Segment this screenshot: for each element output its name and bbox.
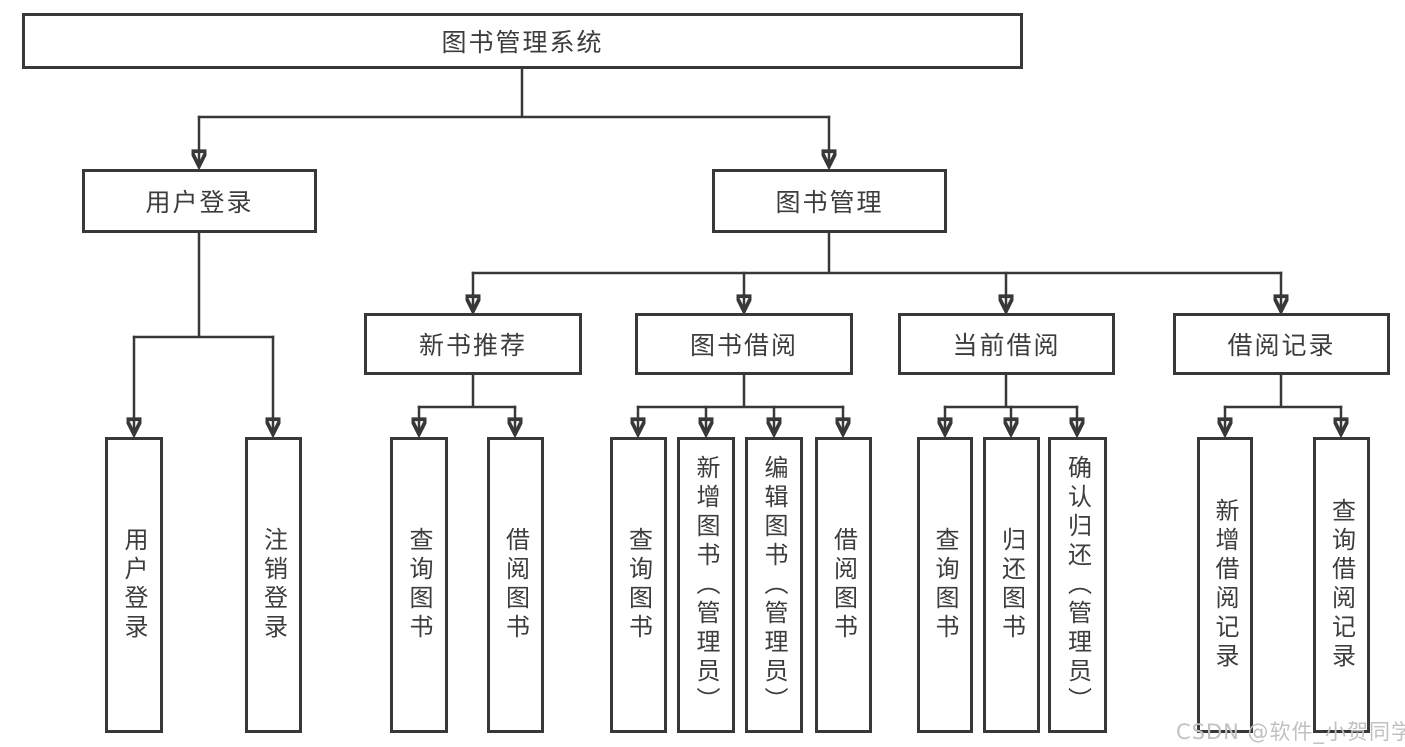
leaf-bb-add-books-admin: 新增图书（管理员） xyxy=(677,437,735,733)
connector-current-borrow-rail xyxy=(943,373,1079,409)
node-new-book-recommend-label: 新书推荐 xyxy=(418,331,527,360)
leaf-nbr-query-books: 查询图书 xyxy=(390,437,448,733)
leaf-cb-query-books: 查询图书 xyxy=(917,437,973,733)
leaf-bb-add-books-admin-label: 新增图书（管理员） xyxy=(692,454,720,716)
leaf-cb-confirm-return-admin: 确认归还（管理员） xyxy=(1048,437,1107,733)
leaf-bb-query-books: 查询图书 xyxy=(610,437,667,733)
leaf-user-login: 用户登录 xyxy=(105,437,163,733)
leaf-cb-confirm-return-admin-label: 确认归还（管理员） xyxy=(1063,454,1092,716)
connector-user-login-rail xyxy=(132,231,275,339)
leaf-user-login-label: 用户登录 xyxy=(120,527,148,643)
watermark: CSDN @软件_小贺同学 xyxy=(1176,720,1405,744)
connector-root-rail xyxy=(197,67,831,119)
leaf-logout: 注销登录 xyxy=(245,437,302,733)
leaf-br-add-record-label: 新增借阅记录 xyxy=(1211,498,1239,672)
node-current-borrow: 当前借阅 xyxy=(898,313,1115,375)
leaf-cb-return-books-label: 归还图书 xyxy=(997,527,1026,643)
leaf-bb-borrow-books-label: 借阅图书 xyxy=(829,527,858,643)
node-user-login: 用户登录 xyxy=(82,169,317,233)
node-book-management-label: 图书管理 xyxy=(775,188,884,217)
leaf-cb-return-books: 归还图书 xyxy=(983,437,1040,733)
connector-new-book-recommend-rail xyxy=(417,373,517,409)
leaf-nbr-query-books-label: 查询图书 xyxy=(405,527,433,643)
node-root: 图书管理系统 xyxy=(22,13,1023,69)
node-book-borrow: 图书借阅 xyxy=(635,313,853,375)
leaf-br-query-record-label: 查询借阅记录 xyxy=(1327,498,1356,672)
node-new-book-recommend: 新书推荐 xyxy=(364,313,582,375)
leaf-br-add-record: 新增借阅记录 xyxy=(1197,437,1253,733)
leaf-cb-query-books-label: 查询图书 xyxy=(931,527,959,643)
leaf-bb-query-books-label: 查询图书 xyxy=(624,527,653,643)
leaf-nbr-borrow-books-label: 借阅图书 xyxy=(501,527,530,643)
leaf-bb-borrow-books: 借阅图书 xyxy=(815,437,872,733)
node-book-borrow-label: 图书借阅 xyxy=(689,331,798,360)
connector-book-management-rail xyxy=(471,231,1283,275)
node-borrow-records-label: 借阅记录 xyxy=(1227,331,1336,360)
leaf-bb-edit-books-admin-label: 编辑图书（管理员） xyxy=(760,454,788,716)
node-borrow-records: 借阅记录 xyxy=(1173,313,1390,375)
connector-borrow-records-rail xyxy=(1223,373,1343,409)
node-book-management: 图书管理 xyxy=(712,169,947,233)
leaf-br-query-record: 查询借阅记录 xyxy=(1313,437,1370,733)
connector-book-borrow-rail xyxy=(636,373,845,409)
leaf-nbr-borrow-books: 借阅图书 xyxy=(487,437,544,733)
node-root-label: 图书管理系统 xyxy=(441,28,604,57)
node-user-login-label: 用户登录 xyxy=(145,188,254,217)
node-current-borrow-label: 当前借阅 xyxy=(952,331,1061,360)
leaf-bb-edit-books-admin: 编辑图书（管理员） xyxy=(745,437,803,733)
leaf-logout-label: 注销登录 xyxy=(259,527,288,643)
